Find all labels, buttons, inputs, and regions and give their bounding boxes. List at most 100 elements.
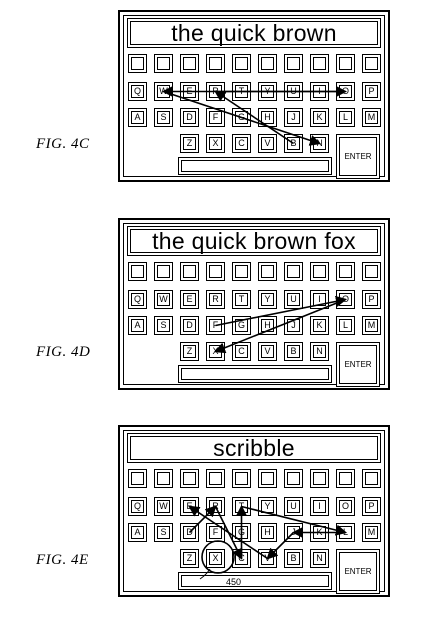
key-p[interactable]: P xyxy=(362,82,381,101)
key-x[interactable]: X xyxy=(206,134,225,153)
key-g[interactable]: G xyxy=(232,108,251,127)
key-w[interactable]: W xyxy=(154,82,173,101)
key-o[interactable]: O xyxy=(336,290,355,309)
key-x[interactable]: X xyxy=(206,549,225,568)
blank-key[interactable] xyxy=(310,262,329,281)
key-h[interactable]: H xyxy=(258,523,277,542)
enter-key[interactable]: ENTER xyxy=(336,134,380,179)
blank-key[interactable] xyxy=(128,262,147,281)
key-h[interactable]: H xyxy=(258,316,277,335)
blank-key[interactable] xyxy=(336,262,355,281)
key-n[interactable]: N xyxy=(310,134,329,153)
key-f[interactable]: F xyxy=(206,523,225,542)
key-i[interactable]: I xyxy=(310,290,329,309)
key-q[interactable]: Q xyxy=(128,497,147,516)
blank-key[interactable] xyxy=(284,469,303,488)
blank-key[interactable] xyxy=(232,262,251,281)
key-d[interactable]: D xyxy=(180,108,199,127)
blank-key[interactable] xyxy=(284,262,303,281)
key-e[interactable]: E xyxy=(180,82,199,101)
key-u[interactable]: U xyxy=(284,290,303,309)
blank-key[interactable] xyxy=(258,262,277,281)
blank-key[interactable] xyxy=(258,54,277,73)
key-m[interactable]: M xyxy=(362,108,381,127)
key-f[interactable]: F xyxy=(206,316,225,335)
key-b[interactable]: B xyxy=(284,549,303,568)
key-s[interactable]: S xyxy=(154,108,173,127)
key-v[interactable]: V xyxy=(258,549,277,568)
blank-key[interactable] xyxy=(180,469,199,488)
blank-key[interactable] xyxy=(362,469,381,488)
blank-key[interactable] xyxy=(154,54,173,73)
key-r[interactable]: R xyxy=(206,497,225,516)
blank-key[interactable] xyxy=(180,54,199,73)
key-n[interactable]: N xyxy=(310,549,329,568)
blank-key[interactable] xyxy=(362,262,381,281)
key-u[interactable]: U xyxy=(284,82,303,101)
blank-key[interactable] xyxy=(232,469,251,488)
blank-key[interactable] xyxy=(310,54,329,73)
blank-key[interactable] xyxy=(206,54,225,73)
key-d[interactable]: D xyxy=(180,523,199,542)
key-p[interactable]: P xyxy=(362,290,381,309)
key-g[interactable]: G xyxy=(232,523,251,542)
key-j[interactable]: J xyxy=(284,523,303,542)
key-q[interactable]: Q xyxy=(128,290,147,309)
blank-key[interactable] xyxy=(232,54,251,73)
enter-key[interactable]: ENTER xyxy=(336,342,380,387)
key-v[interactable]: V xyxy=(258,134,277,153)
space-bar[interactable] xyxy=(178,572,332,590)
key-g[interactable]: G xyxy=(232,316,251,335)
key-r[interactable]: R xyxy=(206,290,225,309)
key-y[interactable]: Y xyxy=(258,497,277,516)
key-j[interactable]: J xyxy=(284,316,303,335)
key-q[interactable]: Q xyxy=(128,82,147,101)
key-f[interactable]: F xyxy=(206,108,225,127)
key-j[interactable]: J xyxy=(284,108,303,127)
key-v[interactable]: V xyxy=(258,342,277,361)
key-c[interactable]: C xyxy=(232,342,251,361)
key-s[interactable]: S xyxy=(154,523,173,542)
key-a[interactable]: A xyxy=(128,316,147,335)
key-l[interactable]: L xyxy=(336,523,355,542)
key-h[interactable]: H xyxy=(258,108,277,127)
key-u[interactable]: U xyxy=(284,497,303,516)
key-i[interactable]: I xyxy=(310,497,329,516)
key-d[interactable]: D xyxy=(180,316,199,335)
key-w[interactable]: W xyxy=(154,497,173,516)
key-c[interactable]: C xyxy=(232,134,251,153)
blank-key[interactable] xyxy=(206,262,225,281)
blank-key[interactable] xyxy=(336,469,355,488)
key-a[interactable]: A xyxy=(128,523,147,542)
key-b[interactable]: B xyxy=(284,134,303,153)
key-z[interactable]: Z xyxy=(180,342,199,361)
blank-key[interactable] xyxy=(180,262,199,281)
blank-key[interactable] xyxy=(154,469,173,488)
key-x[interactable]: X xyxy=(206,342,225,361)
key-w[interactable]: W xyxy=(154,290,173,309)
key-n[interactable]: N xyxy=(310,342,329,361)
key-y[interactable]: Y xyxy=(258,290,277,309)
key-l[interactable]: L xyxy=(336,108,355,127)
key-r[interactable]: R xyxy=(206,82,225,101)
key-z[interactable]: Z xyxy=(180,134,199,153)
key-a[interactable]: A xyxy=(128,108,147,127)
blank-key[interactable] xyxy=(154,262,173,281)
blank-key[interactable] xyxy=(128,469,147,488)
enter-key[interactable]: ENTER xyxy=(336,549,380,594)
key-s[interactable]: S xyxy=(154,316,173,335)
blank-key[interactable] xyxy=(258,469,277,488)
key-t[interactable]: T xyxy=(232,497,251,516)
key-l[interactable]: L xyxy=(336,316,355,335)
key-p[interactable]: P xyxy=(362,497,381,516)
blank-key[interactable] xyxy=(284,54,303,73)
key-m[interactable]: M xyxy=(362,523,381,542)
blank-key[interactable] xyxy=(336,54,355,73)
key-c[interactable]: C xyxy=(232,549,251,568)
blank-key[interactable] xyxy=(362,54,381,73)
key-t[interactable]: T xyxy=(232,82,251,101)
space-bar[interactable] xyxy=(178,365,332,383)
key-y[interactable]: Y xyxy=(258,82,277,101)
key-m[interactable]: M xyxy=(362,316,381,335)
key-e[interactable]: E xyxy=(180,290,199,309)
